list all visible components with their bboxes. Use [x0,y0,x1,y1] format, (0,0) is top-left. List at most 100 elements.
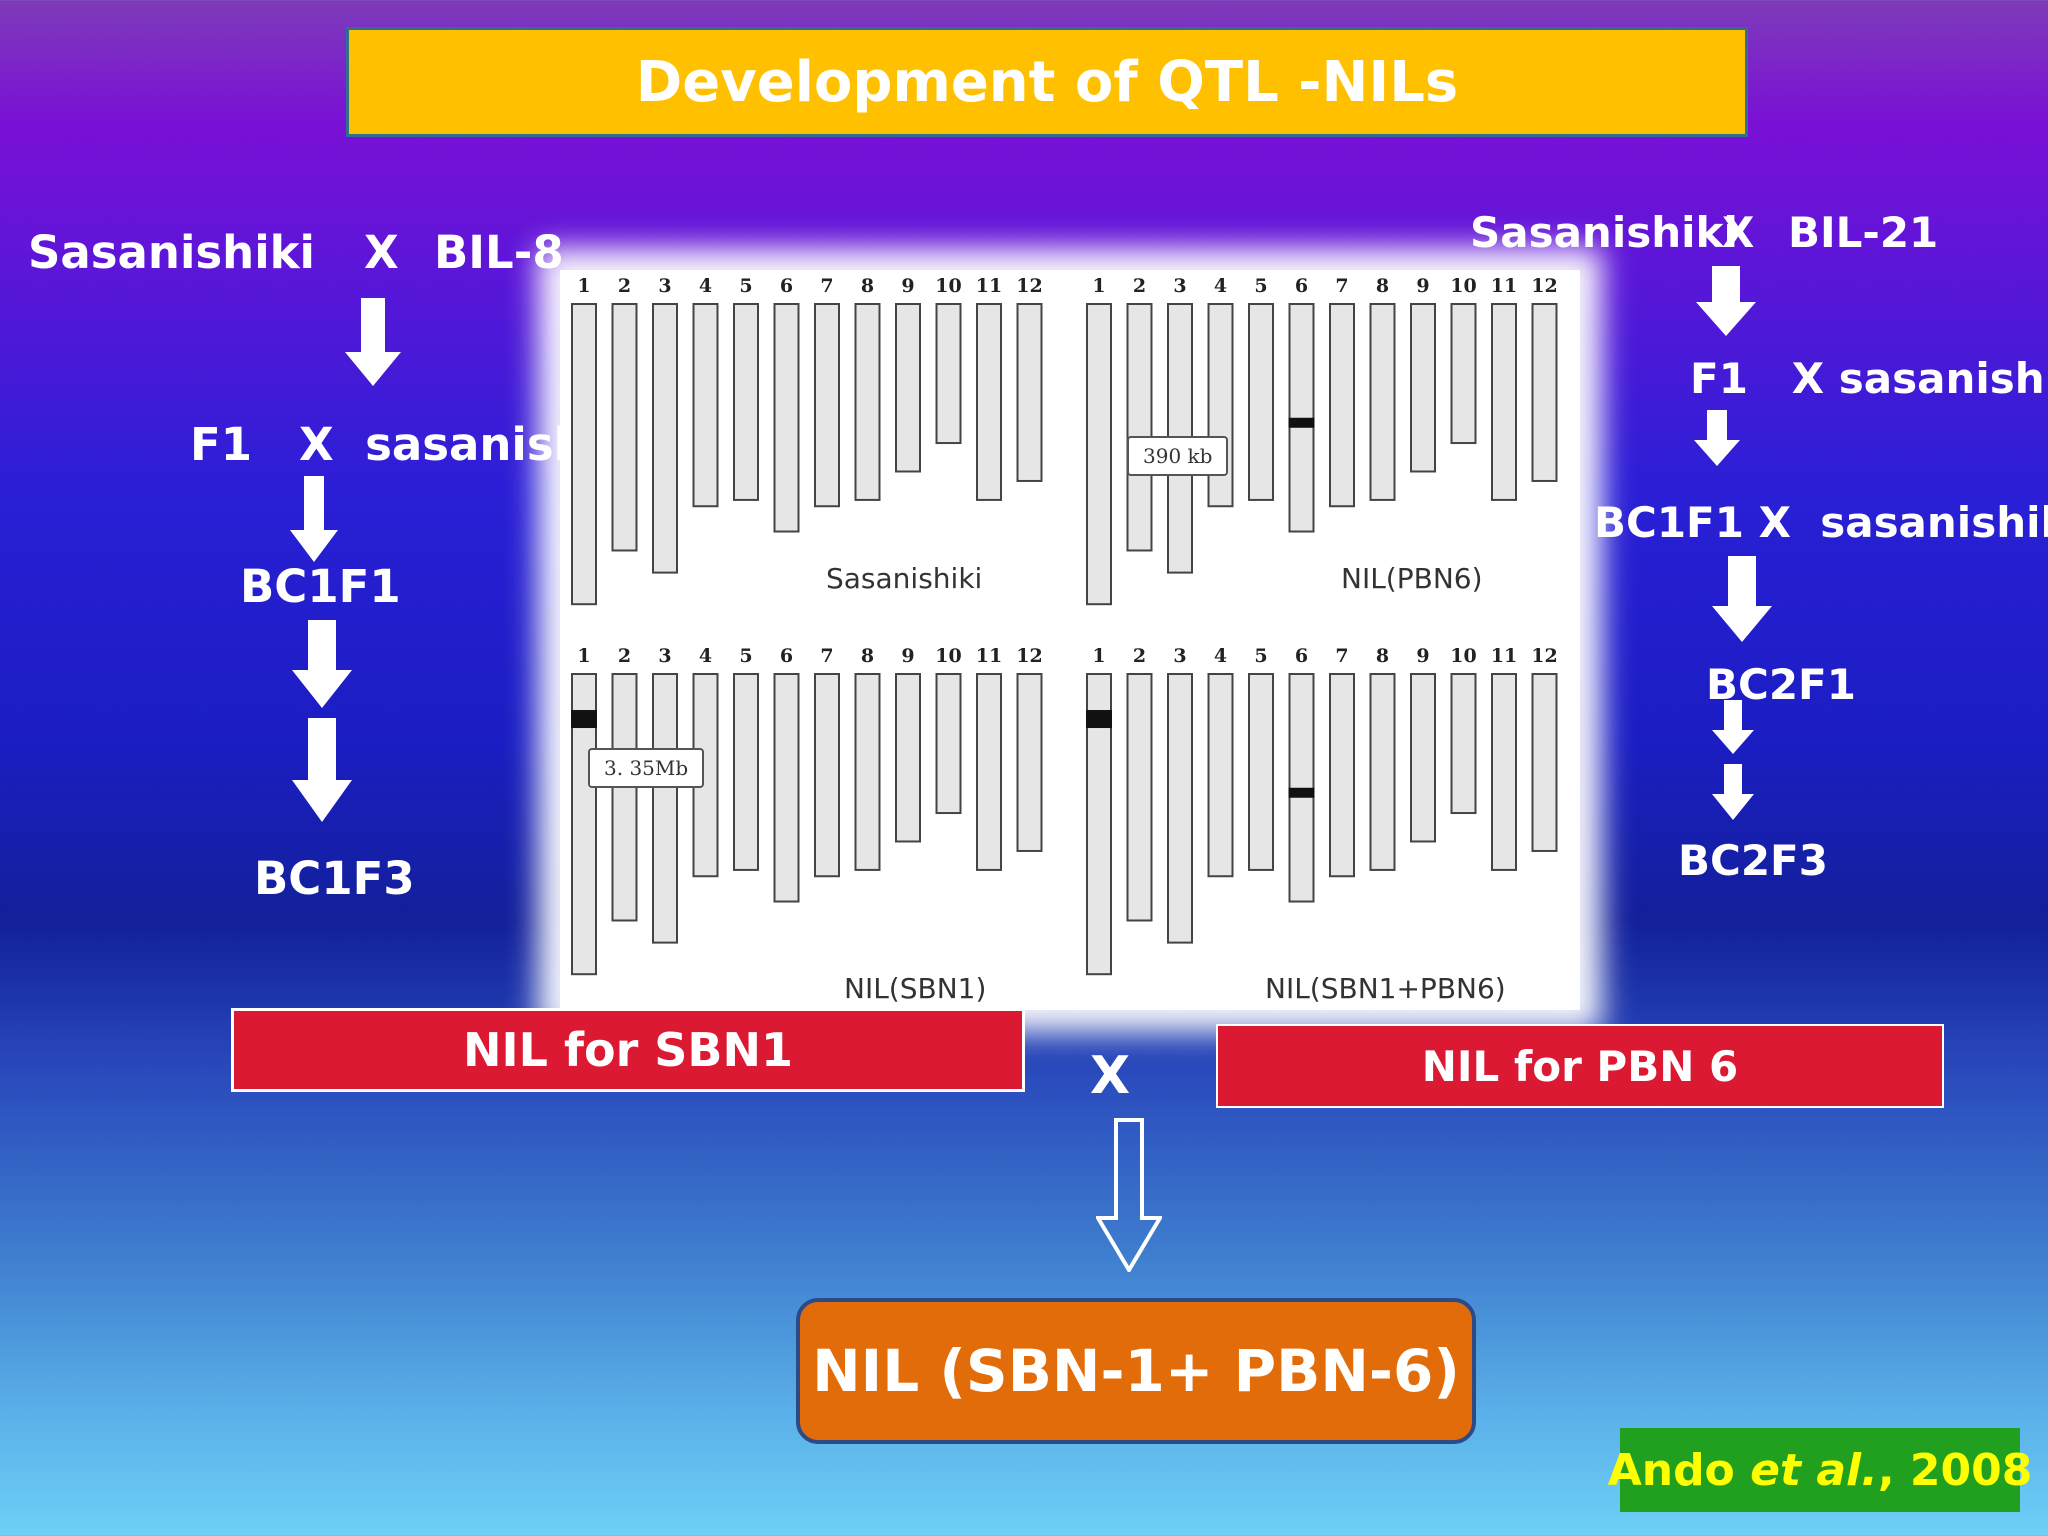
right-parent-b: BIL-21 [1788,208,1939,257]
chromosome-bar [976,303,1002,501]
chromosome-number: 1 [1092,645,1105,667]
chromosome-bar [854,673,881,871]
left-cross-symbol: X [364,226,399,279]
down-arrow-icon [1694,410,1740,466]
chromosome-number: 5 [739,645,752,667]
down-arrow-icon [292,718,352,822]
chromosome-number: 7 [1335,645,1348,667]
chromosome-number: 1 [1092,275,1105,297]
chromosome-number: 3 [1173,645,1186,667]
chromosome-number: 12 [1016,645,1042,667]
citation-author: Ando [1607,1444,1735,1496]
chromosome-number: 10 [1450,275,1476,297]
chromosome-bar [773,303,800,533]
chromosome-number: 4 [1214,645,1227,667]
chromosome-bar [1329,673,1355,878]
chromosome-number: 9 [1416,645,1429,667]
chromosome-bar [1086,303,1112,606]
chromosome-bar [1410,673,1436,843]
right-step-f1: F1 X sasanishiki [1690,354,2048,403]
chromosome-number: 5 [1254,275,1267,297]
chromosome-number: 11 [1491,275,1517,297]
down-arrow-icon [1712,700,1754,754]
chromosome-bar [976,673,1002,871]
chromosome-bar [773,673,800,903]
middle-cross-symbol: X [1090,1046,1131,1106]
hollow-down-arrow-icon [1096,1118,1162,1272]
left-step-bc1f1: BC1F1 [240,560,401,613]
chromosome-bar [1491,673,1517,871]
right-cross-symbol: X [1722,208,1755,257]
chromosome-bar [1369,303,1396,501]
chromosome-number: 4 [1214,275,1227,297]
chromosome-number: 6 [1295,275,1308,297]
result-label: NIL (SBN-1+ PBN-6) [812,1337,1460,1405]
chromosome-bar [1016,303,1043,482]
left-parent-b: BIL-8 [434,226,564,279]
chromosome-number: 12 [1531,275,1557,297]
down-arrow-icon [1696,266,1756,336]
chromosome-number: 9 [901,275,914,297]
chromosome-bar [1248,303,1274,501]
chromosome-bar [1126,673,1153,922]
chromosome-number: 10 [935,645,961,667]
chromosome-bar [814,303,840,508]
chromosome-number: 3 [658,275,671,297]
chromosome-number: 2 [1133,645,1146,667]
segment-size-callout: 3. 35Mb [588,748,705,788]
right-step-bc2f3: BC2F3 [1678,836,1828,885]
citation-badge: Ando et al., 2008 [1608,1428,2032,1512]
right-parent-a: Sasanishiki [1470,208,1738,257]
title-bar: Development of QTL -NILs [346,27,1748,137]
left-parent-a: Sasanishiki [28,226,315,279]
citation-etal: et al. [1750,1444,1878,1496]
chromosome-number: 12 [1531,645,1557,667]
nil-sbn1-box: NIL for SBN1 [231,1008,1025,1092]
chromosome-bar [733,673,759,871]
chromosome-number: 8 [861,275,874,297]
chromosome-number: 3 [1173,275,1186,297]
down-arrow-icon [345,298,401,386]
chromosome-bar [1531,303,1558,482]
chromosome-number: 7 [1335,275,1348,297]
chromosome-number: 2 [618,645,631,667]
chromosome-bar [611,673,638,922]
chromosome-bar [1369,673,1396,871]
chromosome-bar [895,673,921,843]
chromosome-number: 4 [699,275,712,297]
chromosome-number: 10 [935,275,961,297]
nil-pbn6-box: NIL for PBN 6 [1216,1024,1944,1108]
chromosome-bar [1329,303,1355,508]
chromosome-bar [652,303,678,574]
chromosome-bar [935,673,962,815]
chromosome-number: 7 [820,275,833,297]
chromosome-bar [895,303,921,473]
panel-label: NIL(PBN6) [1341,562,1483,595]
down-arrow-icon [290,476,338,562]
segment-size-callout: 390 kb [1127,436,1229,476]
chromosome-bar [1126,303,1153,552]
qtl-segment-marker [1288,787,1315,798]
chromosome-number: 4 [699,645,712,667]
result-box: NIL (SBN-1+ PBN-6) [796,1298,1476,1444]
chromosome-bar [814,673,840,878]
chromosome-number: 8 [861,645,874,667]
nil-sbn1-label: NIL for SBN1 [463,1023,793,1077]
chromosome-number: 7 [820,645,833,667]
panel-label: NIL(SBN1+PBN6) [1265,972,1506,1005]
chromosome-number: 9 [901,645,914,667]
chromosome-bar [1410,303,1436,473]
chromosome-number: 2 [1133,275,1146,297]
qtl-segment-marker [571,710,597,729]
citation-year: , 2008 [1877,1444,2033,1496]
chromosome-number: 6 [780,645,793,667]
chromosome-bar [1450,673,1477,815]
chromosome-bar [1450,303,1477,445]
chromosome-bar [935,303,962,445]
qtl-segment-marker [1288,417,1315,428]
